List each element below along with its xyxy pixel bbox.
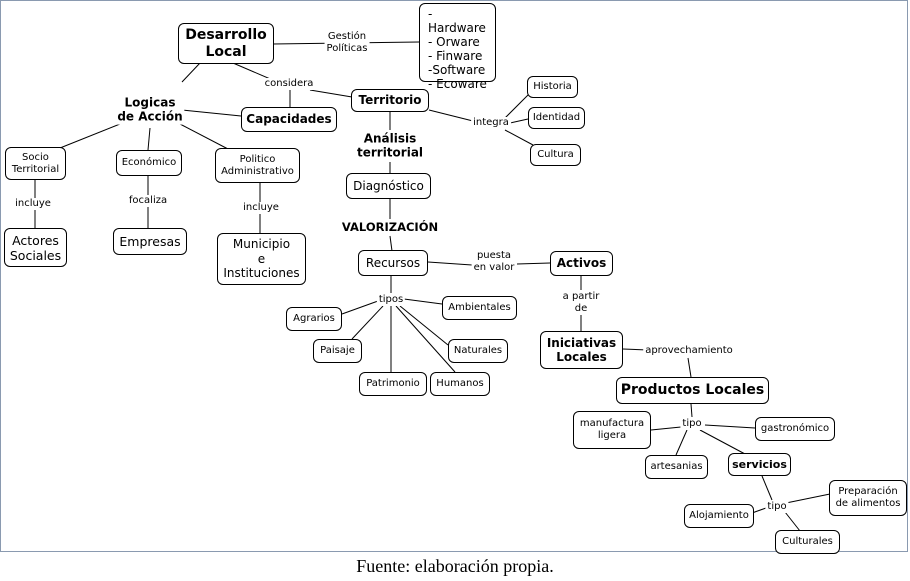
link-logicas-politico [179,123,229,150]
node-activos: Activos [550,251,613,276]
label-valorizacion: VALORIZACIÓN [339,220,441,235]
label-tipo-productos: tipo [680,418,704,430]
node-manufactura-ligera: manufactura ligera [573,411,651,449]
link-desarrollo-logicas [181,62,201,83]
link-tipo-gastronomico [704,424,756,429]
link-integra-historia [504,94,529,119]
label-logicas-accion: Logicas de Acción [115,95,185,125]
node-identidad: Identidad [528,107,585,129]
link-tipos-naturales [399,305,449,346]
node-gastronomico: gastronómico [755,417,835,441]
node-humanos: Humanos [430,372,490,396]
link-aprovechamiento-productos [687,357,692,378]
link-puesta-activos [516,262,551,265]
link-tipo-artesanias [675,429,688,456]
label-gestion-politicas: Gestión Políticas [324,31,370,55]
node-artesanias: artesanias [645,455,708,479]
label-analisis-territorial: Análisis territorial [354,131,426,161]
link-tipos-humanos [395,305,456,373]
node-economico: Económico [116,150,182,176]
label-focaliza: focaliza [126,195,170,207]
node-preparacion-alimentos: Preparación de alimentos [829,480,907,516]
node-ambientales: Ambientales [442,296,517,320]
node-capacidades: Capacidades [241,107,337,132]
link-tipo-manufactura [650,426,682,431]
link-tipos-agrarios [341,300,379,315]
node-territorio: Territorio [351,89,429,112]
node-municipio-instituciones: Municipio e Instituciones [217,233,306,285]
node-iniciativas-locales: Iniciativas Locales [540,331,623,369]
connector-lines [34,41,831,532]
label-incluye-politico: incluye [241,202,281,214]
link-tipo-alojamiento [751,507,767,514]
link-logicas-socio [59,123,121,149]
node-paisaje: Paisaje [313,339,362,363]
node-cultura: Cultura [530,144,581,166]
node-productos-locales: Productos Locales [616,377,769,404]
label-a-partir-de: a partir de [560,291,602,315]
node-diagnostico: Diagnóstico [346,173,431,199]
link-logicas-capacidades [181,109,242,117]
link-tipos-paisaje [351,305,384,340]
node-servicios: servicios [728,453,791,476]
link-servicios-tipo [761,475,773,501]
label-tipos: tipos [376,294,406,306]
link-tipos-ambientales [403,298,443,305]
link-tipo-culturales [784,511,801,532]
link-integra-cultura [504,129,534,146]
link-tipo-servicios [699,429,746,455]
link-logicas-economico [147,127,151,151]
node-actores-sociales: Actores Sociales [4,228,67,267]
node-socio-territorial: Socio Territorial [5,147,66,180]
label-tipo-servicios: tipo [765,501,789,513]
node-naturales: Naturales [448,339,508,363]
node-patrimonio: Patrimonio [359,372,427,396]
node-culturales: Culturales [775,530,840,554]
link-productos-tipo [690,403,693,418]
label-incluye-socio: incluye [13,198,53,210]
link-tipo-preparacion [785,493,831,504]
node-historia: Historia [527,76,578,98]
node-politico-administrativo: Politico Administrativo [215,148,300,183]
node-agrarios: Agrarios [286,307,342,331]
figure-caption: Fuente: elaboración propia. [356,556,554,576]
link-territorio-integra [428,109,478,123]
label-considera: considera [262,78,316,90]
link-recursos-puesta [427,261,473,266]
label-integra: integra [471,117,511,129]
node-desarrollo-local: Desarrollo Local [178,23,274,64]
node-alojamiento: Alojamiento [684,504,754,528]
label-aprovechamiento: aprovechamiento [643,345,735,357]
label-puesta-en-valor: puesta en valor [471,250,517,274]
node-recursos: Recursos [358,250,428,276]
link-considera-territorio [309,89,353,98]
node-hardware-list: -Hardware - Orware - Finware -Software -… [419,3,496,91]
link-integra-identidad [509,118,529,124]
link-valorizacion-recursos [389,235,393,252]
node-empresas: Empresas [113,228,187,255]
